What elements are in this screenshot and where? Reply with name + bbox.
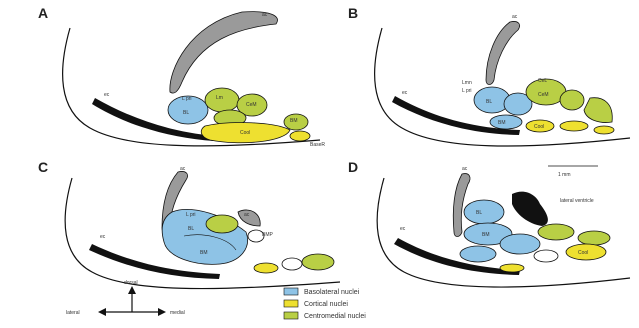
panel-c-label-nuc3: BM — [200, 250, 208, 256]
panel-a-label-left: ec — [104, 92, 110, 98]
compass-up-label: dorsal — [124, 280, 138, 286]
panel-d-green-2 — [578, 231, 610, 245]
panel-c-green-2 — [302, 254, 334, 270]
legend-label-cortical: Cortical nuclei — [304, 301, 348, 308]
panel-a-label-small: BM — [290, 118, 298, 124]
panel-a-label-nuc2: Lm — [216, 95, 223, 101]
panel-d-scale-label: 1 mm — [558, 172, 571, 178]
legend-swatch-basolateral — [284, 288, 298, 295]
panel-d-label-top: ac — [462, 166, 468, 172]
panel-b-label-nuc6: BM — [498, 120, 506, 126]
panel-d-yellow-2 — [500, 264, 524, 272]
panel-a-label-lower: BaseR — [310, 142, 325, 148]
panel-b-label-nuc5: CeM — [538, 92, 549, 98]
panel-d-label-right: lateral ventricle — [560, 198, 594, 204]
panel-b-label-top: ac — [512, 14, 518, 20]
panel-a-label-yellow: Cool — [240, 130, 250, 136]
panel-c-label-dark: ac — [244, 212, 250, 218]
panel-d-blue-4 — [460, 246, 496, 262]
panel-b-label-left: ec — [402, 90, 408, 96]
panel-d-label-left: ec — [400, 226, 406, 232]
panel-a-label-nuc3: BL — [183, 110, 189, 116]
panel-a-label-nuc1: L pri — [182, 96, 192, 102]
panel-d-blue-1 — [464, 200, 504, 224]
panel-c-green-1 — [206, 215, 238, 233]
panel-d-label-nuc2: BM — [482, 232, 490, 238]
panel-d-letter: D — [348, 159, 358, 175]
compass-left-label: lateral — [66, 310, 80, 316]
panel-c-label-small: BMP — [262, 232, 274, 238]
panel-b-green-2 — [560, 90, 584, 110]
panel-d-white-1 — [534, 250, 558, 262]
legend-swatch-centromedial — [284, 312, 298, 319]
compass-right-label: medial — [170, 310, 185, 316]
panel-b-label-nuc1: Lmn — [462, 80, 472, 86]
panel-c-label-nuc2: BL — [188, 226, 194, 232]
panel-c-yellow-1 — [254, 263, 278, 273]
panel-d-blue-3 — [500, 234, 540, 254]
legend-swatch-cortical — [284, 300, 298, 307]
panel-a-label-nuc4: CeM — [246, 102, 257, 108]
panel-b-yellow-2 — [560, 121, 588, 131]
panel-d-green-1 — [538, 224, 574, 240]
panel-c-white-2 — [282, 258, 302, 270]
legend-label-basolateral: Basolateral nuclei — [304, 289, 360, 296]
panel-d-label-nuc1: BL — [476, 210, 482, 216]
panel-b-label-nuc2: L pri — [462, 88, 472, 94]
panel-c-label-nuc1: L pri — [186, 212, 196, 218]
panel-a-yellow-small — [290, 131, 310, 141]
legend-label-centromedial: Centromedial nuclei — [304, 313, 366, 320]
panel-c-letter: C — [38, 159, 48, 175]
panel-b-label-nuc4: CeL — [538, 78, 547, 84]
panel-a-label-top: ac — [262, 12, 268, 18]
panel-d-label-yellow: Cool — [578, 250, 588, 256]
panel-b-blue-3 — [490, 115, 522, 129]
panel-b-yellow-3 — [594, 126, 614, 134]
panel-b-label-nuc3: BL — [486, 99, 492, 105]
panel-c-label-top: ac — [180, 166, 186, 172]
panel-c-label-left: ec — [100, 234, 106, 240]
panel-b-label-yellow: Cool — [534, 124, 544, 130]
panel-a-letter: A — [38, 5, 48, 21]
panel-b-letter: B — [348, 5, 358, 21]
